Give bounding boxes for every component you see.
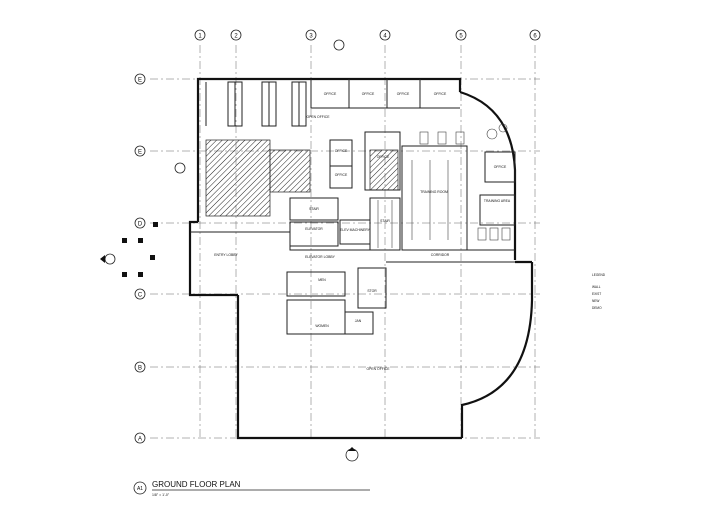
title-tag: A1 [137, 486, 143, 492]
interior-walls [190, 79, 516, 335]
grid-row-d-upper: E [138, 150, 142, 156]
section-markers [104, 39, 359, 462]
grid-col-2: 2 [234, 34, 238, 40]
room-label-office-3: OFFICE [397, 92, 410, 96]
room-label-office-7: OFFICE [377, 155, 390, 159]
room-label-open-office-south: OPEN OFFICE [367, 367, 391, 371]
grid-row-d: D [138, 222, 143, 228]
title-tag-bubble [133, 481, 147, 495]
room-label-entry-lobby: ENTRY LOBBY [214, 253, 238, 257]
legend-item-4: DEMO [592, 306, 602, 310]
room-label-men: MEN [318, 278, 326, 282]
legend-item-1: WALL [592, 285, 601, 289]
grid-row-e: E [138, 78, 142, 84]
furniture-details [377, 123, 511, 248]
room-label-women: WOMEN [315, 324, 329, 328]
grid-col-5: 5 [459, 34, 463, 40]
room-labels: OFFICE OFFICE OFFICE OFFICE OPEN OFFICE … [214, 92, 511, 371]
column-grid-bubbles [194, 29, 541, 41]
section-arrow-west [100, 255, 105, 263]
title-block: A1 GROUND FLOOR PLAN 1/8" = 1'-0" [133, 480, 370, 497]
hatched-areas [205, 139, 399, 217]
room-label-office-5: OFFICE [335, 149, 348, 153]
room-label-elevator: ELEVATOR [305, 227, 323, 231]
grid-col-1: 1 [198, 34, 202, 40]
row-grid-bubbles [134, 73, 146, 444]
room-label-janitor: JAN [355, 319, 362, 323]
room-label-office-4: OFFICE [434, 92, 447, 96]
legend: LEGEND WALL EXIST NEW DEMO [592, 273, 606, 310]
room-label-mech: ELEV MACHINERY [340, 228, 371, 232]
room-label-corridor: CORRIDOR [431, 253, 450, 257]
legend-item-3: NEW [592, 299, 599, 303]
entry-columns [122, 222, 158, 277]
exterior-walls [188, 77, 534, 440]
grid-col-6: 6 [533, 34, 537, 40]
legend-item-0: LEGEND [592, 273, 606, 277]
room-label-storage: STOR [367, 289, 377, 293]
grid-col-4: 4 [383, 34, 387, 40]
room-label-stair-1: STAIR [309, 207, 319, 211]
section-arrow-south [348, 447, 356, 451]
drawing-scale: 1/8" = 1'-0" [152, 493, 170, 497]
room-label-office-6: OFFICE [335, 173, 348, 177]
grid-row-a: A [138, 437, 142, 443]
room-label-stair-2: STAIR [380, 219, 390, 223]
grid-row-b: B [138, 366, 142, 372]
room-label-office-2: OFFICE [362, 92, 375, 96]
grid-row-c: C [138, 293, 143, 299]
legend-item-2: EXIST [592, 292, 601, 296]
room-label-elevator-lobby: ELEVATOR LOBBY [305, 255, 336, 259]
room-label-training-area: TRAINING AREA [484, 199, 511, 203]
grid-col-3: 3 [309, 34, 313, 40]
drawing-title: GROUND FLOOR PLAN [152, 480, 241, 489]
room-label-office-1: OFFICE [324, 92, 337, 96]
grid-lines [150, 45, 540, 440]
room-label-open-office: OPEN OFFICE [307, 115, 331, 119]
room-label-training-room: TRAINING ROOM [420, 190, 448, 194]
room-label-office-8: OFFICE [494, 165, 507, 169]
